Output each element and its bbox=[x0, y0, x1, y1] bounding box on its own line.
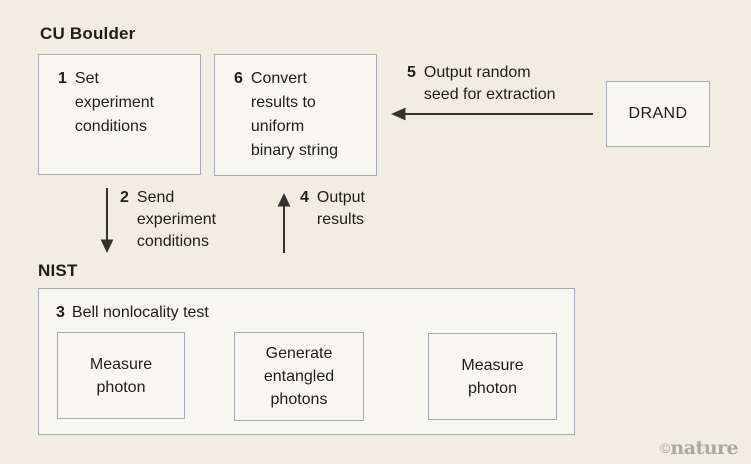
drand-label: DRAND bbox=[628, 105, 688, 122]
step-number-5: 5 bbox=[407, 64, 416, 81]
nature-credit-name: nature bbox=[670, 437, 739, 459]
measure-photon-right-label: Measure photon bbox=[461, 356, 524, 397]
step-text-bell-test: Bell nonlocality test bbox=[71, 304, 209, 321]
bell-test-title: 3 Bell nonlocality test bbox=[56, 302, 209, 324]
cu-boulder-label: CU Boulder bbox=[40, 24, 136, 43]
label-output-results: 4 Output results bbox=[300, 187, 365, 231]
step-text-convert-results: Convert results to uniform binary string bbox=[250, 70, 339, 159]
step-number-4: 4 bbox=[300, 189, 309, 206]
arrow-output-results bbox=[277, 193, 291, 253]
nist-label: NIST bbox=[38, 261, 78, 280]
step-box-convert-results: 6 Convert results to uniform binary stri… bbox=[214, 54, 377, 176]
drand-box: DRAND bbox=[606, 81, 710, 147]
label-output-seed: 5 Output random seed for extraction bbox=[407, 62, 556, 106]
step-text-output-results: Output results bbox=[316, 189, 365, 228]
step-text-output-seed: Output random seed for extraction bbox=[423, 64, 556, 103]
step-number-3: 3 bbox=[56, 304, 65, 321]
measure-photon-right-box: Measure photon bbox=[428, 333, 557, 420]
generate-entangled-label: Generate entangled photons bbox=[263, 345, 335, 408]
arrow-output-seed bbox=[391, 107, 593, 121]
measure-photon-left-label: Measure photon bbox=[89, 355, 153, 396]
step-number-2: 2 bbox=[120, 189, 129, 206]
step-number-1: 1 bbox=[58, 70, 67, 87]
bell-test-container: 3 Bell nonlocality test Measure photon G… bbox=[38, 288, 575, 435]
nature-credit: ©nature bbox=[660, 437, 739, 459]
copyright-icon: © bbox=[660, 440, 671, 456]
step-text-send-conditions: Send experiment conditions bbox=[136, 189, 217, 250]
step-number-6: 6 bbox=[234, 70, 243, 87]
generate-entangled-box: Generate entangled photons bbox=[234, 332, 364, 421]
arrow-send-conditions bbox=[100, 188, 114, 253]
measure-photon-left-box: Measure photon bbox=[57, 332, 185, 419]
step-text-set-conditions: Set experiment conditions bbox=[74, 70, 155, 135]
label-send-conditions: 2 Send experiment conditions bbox=[120, 187, 216, 253]
step-box-set-conditions: 1 Set experiment conditions bbox=[38, 54, 201, 175]
